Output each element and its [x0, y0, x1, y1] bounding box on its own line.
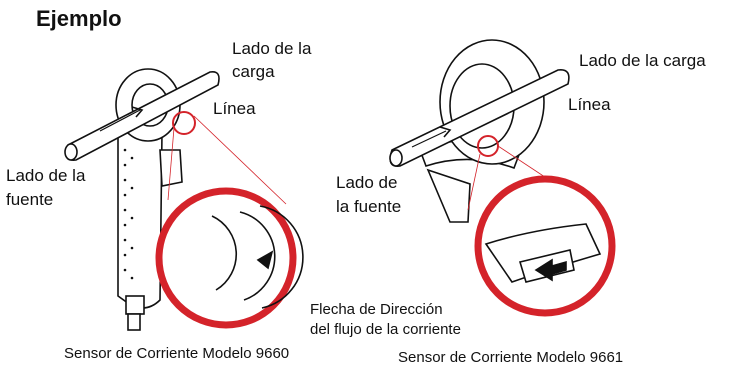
- model-9661-illustration: [389, 39, 616, 317]
- right-load-side-label: Lado de la carga: [579, 51, 706, 70]
- left-source-side-label-line2: fuente: [6, 190, 54, 209]
- page-title: Ejemplo: [36, 6, 122, 31]
- right-line-label: Línea: [568, 95, 611, 114]
- left-load-side-label-line2: carga: [232, 62, 275, 81]
- arrow-note-line1: Flecha de Dirección: [310, 301, 443, 318]
- left-line-label: Línea: [213, 99, 256, 118]
- left-source-side-label-line1: Lado de la: [6, 166, 86, 185]
- right-source-side-label-line1: Lado de: [336, 173, 398, 192]
- model-9660-illustration: [64, 68, 304, 331]
- left-load-side-label-line1: Lado de la: [232, 39, 312, 58]
- caption-model-9661: Sensor de Corriente Modelo 9661: [398, 349, 624, 366]
- arrow-note-line2: del flujo de la corriente: [310, 321, 461, 338]
- right-source-side-label-line2: la fuente: [336, 197, 402, 216]
- caption-model-9660: Sensor de Corriente Modelo 9660: [64, 345, 290, 362]
